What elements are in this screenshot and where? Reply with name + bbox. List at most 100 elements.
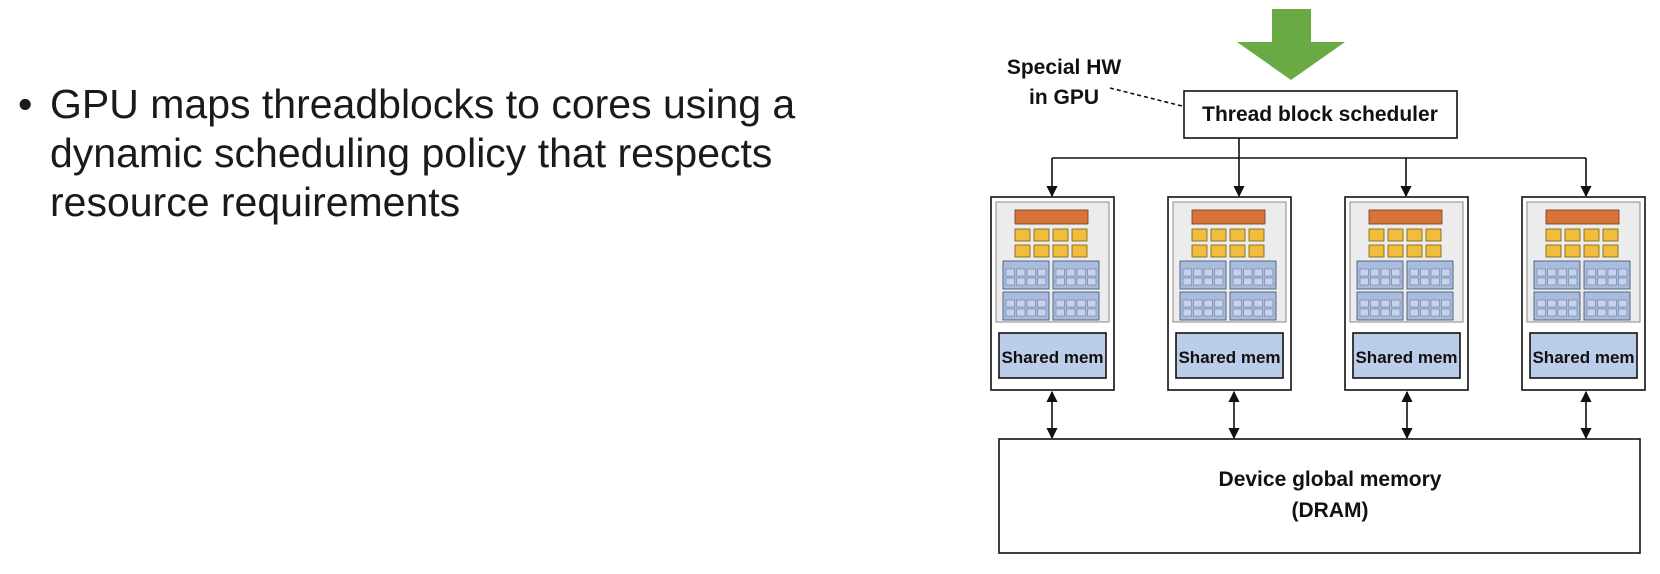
core-alu [1602,244,1619,258]
core-alu [1564,228,1581,242]
core-register-cell [1243,308,1253,317]
core-register-cell [1618,308,1628,317]
core-register-cell [1087,299,1097,308]
incoming-work-arrow-icon [1237,9,1345,80]
core-register-cell [1391,268,1401,277]
core-register-cell [1005,268,1015,277]
special-hw-label-line1: Special HW [1007,56,1122,79]
core-register-cell [1568,277,1578,286]
core-alu [1387,228,1404,242]
core-register-cell [1586,268,1596,277]
core-register-cell [1568,299,1578,308]
core-register-cell [1232,268,1242,277]
core-register-cell [1026,299,1036,308]
core-register-cell [1409,308,1419,317]
core-register-cell [1430,268,1440,277]
core-register-cell [1597,277,1607,286]
core-alu [1071,244,1088,258]
core-register-cell [1547,277,1557,286]
core-register-cell [1607,277,1617,286]
core-register-cell [1203,308,1213,317]
core-register-cell [1380,308,1390,317]
core-block: Shared mem [1344,196,1469,391]
core-register-cell [1536,277,1546,286]
core-register-cell [1536,268,1546,277]
core-alu [1191,244,1208,258]
core-register-cell [1214,268,1224,277]
core-alu [1545,228,1562,242]
core-alu [1229,228,1246,242]
core-register-cell [1193,268,1203,277]
core-alu [1583,244,1600,258]
shared-mem-label: Shared mem [1355,348,1457,367]
core-register-cell [1016,268,1026,277]
special-hw-label-line2: in GPU [1029,86,1099,109]
core-alu [1033,228,1050,242]
core-register-cell [1193,299,1203,308]
core-register-cell [1026,268,1036,277]
core-register-cell [1214,299,1224,308]
core-fetch-decode-unit [1014,209,1089,225]
core-register-cell [1536,299,1546,308]
core-alu [1210,228,1227,242]
core-register-cell [1253,277,1263,286]
core-register-cell [1055,277,1065,286]
shared-mem-box [998,332,1107,379]
core-register-cell [1618,299,1628,308]
core-register-cell [1253,299,1263,308]
core-alu [1033,244,1050,258]
core-register-cell [1536,308,1546,317]
core-register-cell [1243,268,1253,277]
core-alu [1425,228,1442,242]
core-alu [1583,228,1600,242]
shared-mem-box [1352,332,1461,379]
core-alu [1071,228,1088,242]
core-register-cell [1607,308,1617,317]
core-register-cell [1087,268,1097,277]
core-alu [1248,244,1265,258]
core-alu [1602,228,1619,242]
core-register-cell [1557,277,1567,286]
core-register-cell [1066,268,1076,277]
core-block: Shared mem [1521,196,1646,391]
core-register-cell [1264,299,1274,308]
core-register-cell [1243,277,1253,286]
core-alu [1564,244,1581,258]
core-register-cell [1380,299,1390,308]
bullet-symbol: • [18,81,33,127]
device-global-memory-box [998,438,1641,554]
core-register-cell [1557,268,1567,277]
core-register-cell [1193,277,1203,286]
core-alu [1368,228,1385,242]
scheduler-distribution-lines [1046,138,1592,198]
core-register-cell [1203,277,1213,286]
core-register-cell [1016,299,1026,308]
core-register-cell [1597,308,1607,317]
core-register-cell [1076,268,1086,277]
core-register-cell [1264,277,1274,286]
core-register-cell [1547,268,1557,277]
core-register-cell [1359,299,1369,308]
core-register-cell [1557,308,1567,317]
core-register-cell [1214,308,1224,317]
core-alu [1248,228,1265,242]
core-register-cell [1264,268,1274,277]
core-register-cell [1370,268,1380,277]
core-register-cell [1026,308,1036,317]
core-register-cell [1232,308,1242,317]
core-alu [1014,244,1031,258]
shared-mem-label: Shared mem [1001,348,1103,367]
core-alu [1406,244,1423,258]
core-register-cell [1182,299,1192,308]
core-register-cell [1618,268,1628,277]
core-register-cell [1607,268,1617,277]
core-register-cell [1076,299,1086,308]
core-alu [1229,244,1246,258]
core-alu [1387,244,1404,258]
core-register-cell [1182,277,1192,286]
bullet-text: GPU maps threadblocks to cores using a d… [50,81,796,225]
core-alu [1014,228,1031,242]
core-register-cell [1441,299,1451,308]
